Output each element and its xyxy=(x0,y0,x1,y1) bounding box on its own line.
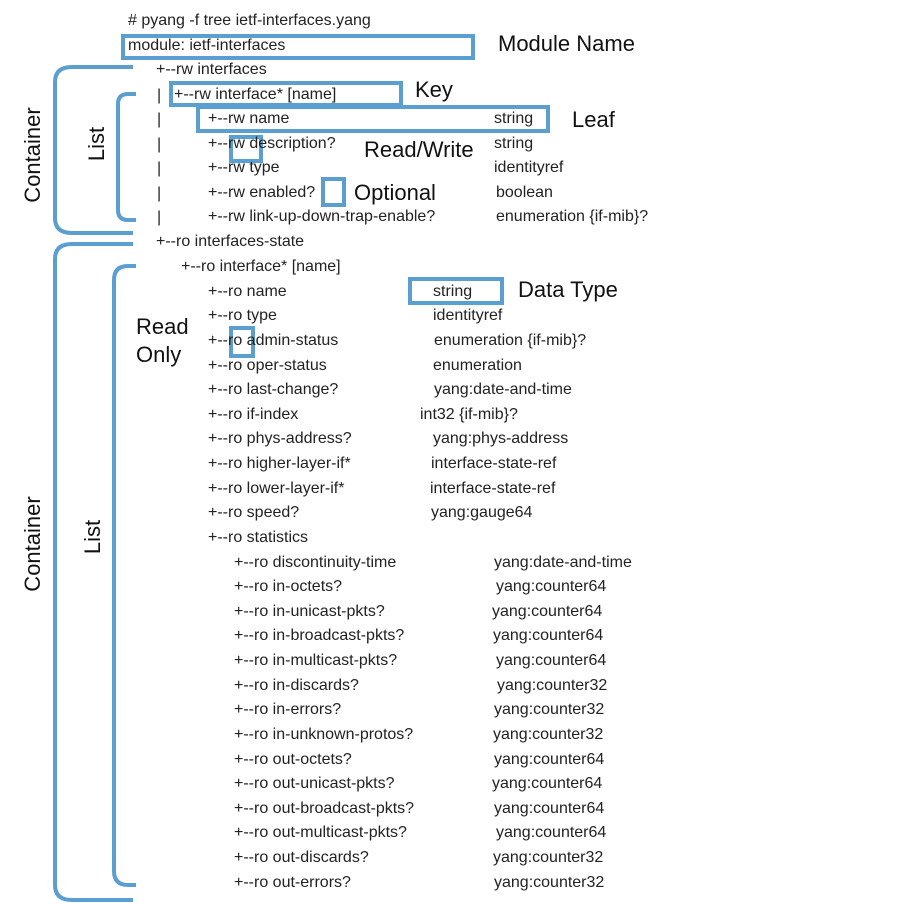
stat-type: yang:counter32 xyxy=(493,849,604,866)
stat-node: +--ro in-octets? xyxy=(234,578,343,595)
container-bracket-top xyxy=(53,65,133,235)
stat-node: +--ro in-unicast-pkts? xyxy=(234,603,385,620)
leaf-box xyxy=(196,105,550,133)
state-leaf-type: enumeration xyxy=(433,357,522,374)
state-leaf-node: +--ro lower-layer-if* xyxy=(208,480,345,497)
leaf-node: +--rw enabled? xyxy=(208,184,316,201)
key-label: Key xyxy=(415,77,453,102)
stat-type: yang:counter64 xyxy=(496,824,607,841)
state-leaf-node: +--ro speed? xyxy=(208,504,300,521)
leaf-node: +--rw description? xyxy=(208,135,336,152)
interfaces-state-node: +--ro interfaces-state xyxy=(156,233,305,250)
state-leaf-type: identityref xyxy=(433,307,503,324)
leaf-type: enumeration {if-mib}? xyxy=(496,208,649,225)
state-leaf-node: +--ro last-change? xyxy=(208,381,339,398)
leaf-type: boolean xyxy=(496,184,553,201)
state-leaf-type: yang:phys-address xyxy=(433,430,569,447)
leaf-label: Leaf xyxy=(572,107,615,132)
leaf-node: +--rw link-up-down-trap-enable? xyxy=(208,208,436,225)
state-leaf-node: +--ro higher-layer-if* xyxy=(208,455,351,472)
list-bottom-label: List xyxy=(80,519,105,555)
stat-type: yang:counter64 xyxy=(492,775,603,792)
stat-type: yang:counter32 xyxy=(497,677,608,694)
list-bracket-bottom xyxy=(112,264,136,887)
stat-type: yang:counter64 xyxy=(493,627,604,644)
statistics-node: +--ro statistics xyxy=(208,529,309,546)
optional-box xyxy=(321,177,346,207)
stat-node: +--ro in-unknown-protos? xyxy=(234,726,414,743)
state-leaf-type: interface-state-ref xyxy=(431,455,557,472)
module-line: module: ietf-interfaces xyxy=(128,37,286,54)
stat-node: +--ro in-errors? xyxy=(234,701,342,718)
interfaces-node: +--rw interfaces xyxy=(156,61,267,78)
tree-pipe: | xyxy=(157,209,162,226)
stat-node: +--ro in-broadcast-pkts? xyxy=(234,627,405,644)
stat-node: +--ro discontinuity-time xyxy=(234,554,397,571)
stat-type: yang:counter32 xyxy=(494,701,605,718)
stat-type: yang:counter64 xyxy=(492,603,603,620)
tree-pipe: | xyxy=(157,111,162,128)
container-bottom-label: Container xyxy=(20,496,45,592)
module-box xyxy=(121,34,475,60)
stat-type: yang:counter32 xyxy=(494,874,605,891)
stat-node: +--ro out-errors? xyxy=(234,874,351,891)
tree-pipe: | xyxy=(157,87,162,104)
tree-pipe: | xyxy=(157,160,162,177)
read-write-box xyxy=(229,135,263,163)
stat-type: yang:counter64 xyxy=(496,578,607,595)
list-top-label: List xyxy=(84,126,109,162)
data-type-box xyxy=(408,277,504,305)
state-leaf-type: string xyxy=(433,283,473,300)
tree-pipe: | xyxy=(157,136,162,153)
state-leaf-node: +--ro oper-status xyxy=(208,357,327,374)
state-leaf-node: +--ro type xyxy=(208,307,277,324)
stat-type: yang:counter64 xyxy=(496,652,607,669)
stat-node: +--ro out-broadcast-pkts? xyxy=(234,800,415,817)
stat-type: yang:counter64 xyxy=(494,751,605,768)
stat-node: +--ro out-multicast-pkts? xyxy=(234,824,407,841)
read-write-label: Read/Write xyxy=(364,137,474,162)
container-top-label: Container xyxy=(20,107,45,203)
list-bracket-top xyxy=(116,92,136,222)
stat-type: yang:counter32 xyxy=(493,726,604,743)
pyang-command: # pyang -f tree ietf-interfaces.yang xyxy=(128,12,371,29)
leaf-type: string xyxy=(494,135,534,152)
state-leaf-node: +--ro admin-status xyxy=(208,332,339,349)
stat-node: +--ro out-discards? xyxy=(234,849,369,866)
stat-node: +--ro out-octets? xyxy=(234,751,352,768)
state-leaf-node: +--ro name xyxy=(208,283,287,300)
state-leaf-node: +--ro phys-address? xyxy=(208,430,352,447)
state-leaf-type: interface-state-ref xyxy=(430,480,556,497)
optional-label: Optional xyxy=(354,180,436,205)
read-only-label: Read Only xyxy=(136,314,189,367)
stat-type: yang:counter64 xyxy=(494,800,605,817)
leaf-node: +--rw type xyxy=(208,159,280,176)
state-leaf-type: enumeration {if-mib}? xyxy=(434,332,587,349)
leaf-type: identityref xyxy=(494,159,564,176)
state-leaf-type: yang:gauge64 xyxy=(431,504,533,521)
stat-type: yang:date-and-time xyxy=(494,554,632,571)
stat-node: +--ro in-discards? xyxy=(234,677,359,694)
container-bracket-bottom xyxy=(53,242,133,902)
state-leaf-node: +--ro if-index xyxy=(208,406,299,423)
interface-list-node: +--rw interface* [name] xyxy=(174,86,337,103)
stat-node: +--ro out-unicast-pkts? xyxy=(234,775,395,792)
state-interface-list-node: +--ro interface* [name] xyxy=(181,258,341,275)
read-only-box xyxy=(229,326,255,358)
leaf-type: string xyxy=(494,110,534,127)
state-leaf-type: int32 {if-mib}? xyxy=(420,406,518,423)
module-name-label: Module Name xyxy=(498,31,635,56)
tree-pipe: | xyxy=(157,185,162,202)
data-type-label: Data Type xyxy=(518,277,618,302)
state-leaf-type: yang:date-and-time xyxy=(434,381,572,398)
leaf-node: +--rw name xyxy=(208,110,290,127)
stat-node: +--ro in-multicast-pkts? xyxy=(234,652,398,669)
